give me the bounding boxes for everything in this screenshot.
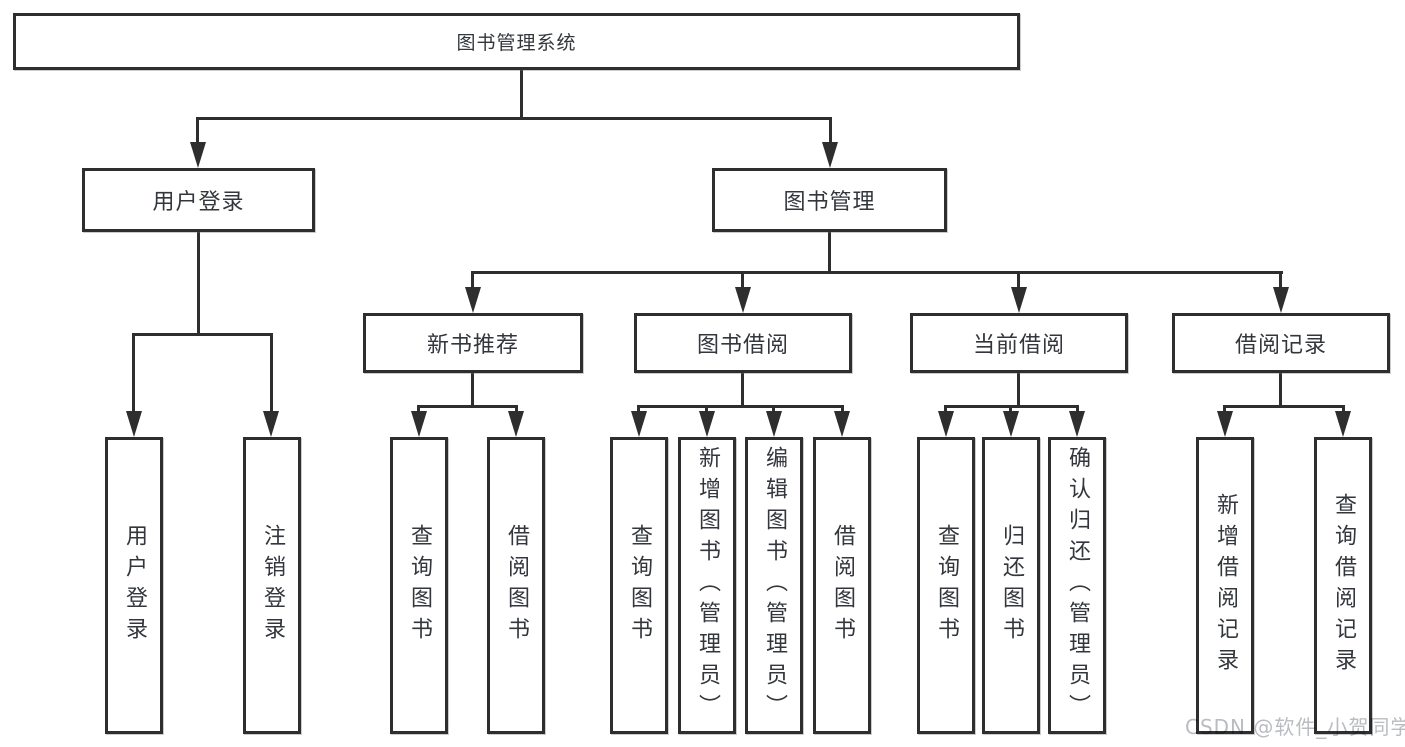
- leaf-query-books-borrow: 查询图书: [610, 437, 668, 734]
- arrowhead-down-icon: [822, 142, 838, 168]
- leaf-add-borrow-record: 新增借阅记录: [1196, 437, 1254, 734]
- leaf-borrow-books: 借阅图书: [813, 437, 871, 734]
- node-borrow-records: 借阅记录: [1172, 313, 1390, 373]
- node-book-borrow: 图书借阅: [634, 313, 852, 373]
- leaf-confirm-return-admin-label: 确认归还（管理员）: [1065, 446, 1090, 725]
- arrowhead-down-icon: [465, 287, 481, 313]
- connector-line: [772, 405, 775, 415]
- leaf-logout-label: 注销登录: [260, 523, 285, 648]
- leaf-user-login: 用户登录: [105, 437, 163, 734]
- leaf-add-books-admin: 新增图书（管理员）: [678, 437, 736, 734]
- connector-line: [1017, 271, 1020, 290]
- connector-line: [417, 405, 518, 408]
- connector-line: [520, 70, 523, 120]
- connector-line: [1223, 405, 1345, 408]
- connector-line: [637, 405, 844, 408]
- leaf-query-borrow-record: 查询借阅记录: [1314, 437, 1372, 734]
- arrowhead-down-icon: [1003, 411, 1019, 437]
- arrowhead-down-icon: [1273, 287, 1289, 313]
- connector-line: [637, 405, 640, 415]
- arrowhead-down-icon: [1335, 411, 1351, 437]
- connector-line: [471, 271, 1283, 274]
- leaf-query-books-recommend-label: 查询图书: [407, 523, 432, 648]
- leaf-user-login-label: 用户登录: [122, 523, 147, 648]
- leaf-query-borrow-record-label: 查询借阅记录: [1331, 492, 1356, 679]
- connector-line: [196, 117, 199, 146]
- arrowhead-down-icon: [126, 411, 142, 437]
- arrowhead-down-icon: [190, 142, 206, 168]
- arrowhead-down-icon: [263, 411, 279, 437]
- node-current-borrow: 当前借阅: [910, 313, 1128, 373]
- connector-line: [1342, 405, 1345, 415]
- connector-line: [515, 405, 518, 415]
- connector-line: [1279, 373, 1282, 408]
- node-new-book-recommend: 新书推荐: [363, 313, 583, 373]
- arrowhead-down-icon: [411, 411, 427, 437]
- leaf-query-books-current-label: 查询图书: [934, 523, 959, 648]
- arrowhead-down-icon: [735, 287, 751, 313]
- leaf-confirm-return-admin: 确认归还（管理员）: [1048, 437, 1106, 734]
- arrowhead-down-icon: [938, 411, 954, 437]
- connector-line: [741, 271, 744, 290]
- leaf-query-books-recommend: 查询图书: [390, 437, 448, 734]
- node-book-management-label: 图书管理: [783, 190, 876, 215]
- connector-line: [1017, 373, 1020, 408]
- arrowhead-down-icon: [766, 411, 782, 437]
- connector-line: [705, 405, 708, 415]
- node-borrow-records-label: 借阅记录: [1234, 333, 1327, 358]
- connector-line: [270, 333, 273, 413]
- node-book-borrow-label: 图书借阅: [696, 333, 789, 358]
- leaf-return-books-label: 归还图书: [999, 523, 1024, 648]
- leaf-query-books-current: 查询图书: [917, 437, 975, 734]
- connector-line: [1223, 405, 1226, 415]
- leaf-borrow-books-label: 借阅图书: [830, 523, 855, 648]
- arrowhead-down-icon: [1217, 411, 1233, 437]
- leaf-edit-books-admin-label: 编辑图书（管理员）: [762, 446, 787, 725]
- leaf-query-books-borrow-label: 查询图书: [627, 523, 652, 648]
- node-root-label: 图书管理系统: [456, 32, 577, 54]
- node-root-system: 图书管理系统: [13, 13, 1020, 70]
- node-current-borrow-label: 当前借阅: [972, 333, 1065, 358]
- connector-line: [1076, 405, 1079, 415]
- arrowhead-down-icon: [834, 411, 850, 437]
- connector-line: [829, 117, 832, 146]
- leaf-borrow-books-recommend: 借阅图书: [487, 437, 545, 734]
- connector-line: [471, 373, 474, 408]
- leaf-logout: 注销登录: [243, 437, 301, 734]
- connector-line: [944, 405, 947, 415]
- connector-line: [132, 333, 135, 413]
- connector-line: [471, 271, 474, 290]
- connector-line: [1279, 271, 1282, 290]
- node-book-management: 图书管理: [712, 168, 947, 232]
- arrowhead-down-icon: [699, 411, 715, 437]
- csdn-watermark: CSDN @软件_小贺同学: [1185, 715, 1405, 739]
- connector-line: [197, 232, 200, 336]
- node-user-login-label: 用户登录: [152, 190, 245, 215]
- connector-line: [417, 405, 420, 415]
- arrowhead-down-icon: [631, 411, 647, 437]
- connector-line: [132, 333, 273, 336]
- connector-line: [196, 117, 832, 120]
- connector-line: [1009, 405, 1012, 415]
- leaf-borrow-books-recommend-label: 借阅图书: [504, 523, 529, 648]
- connector-line: [841, 405, 844, 415]
- node-user-login: 用户登录: [82, 168, 315, 232]
- node-new-book-recommend-label: 新书推荐: [426, 333, 519, 358]
- connector-line: [828, 232, 831, 274]
- leaf-add-books-admin-label: 新增图书（管理员）: [695, 446, 720, 725]
- arrowhead-down-icon: [1011, 287, 1027, 313]
- leaf-edit-books-admin: 编辑图书（管理员）: [745, 437, 803, 734]
- leaf-return-books: 归还图书: [982, 437, 1040, 734]
- arrowhead-down-icon: [1069, 411, 1085, 437]
- connector-line: [741, 373, 744, 408]
- arrowhead-down-icon: [508, 411, 524, 437]
- leaf-add-borrow-record-label: 新增借阅记录: [1213, 492, 1238, 679]
